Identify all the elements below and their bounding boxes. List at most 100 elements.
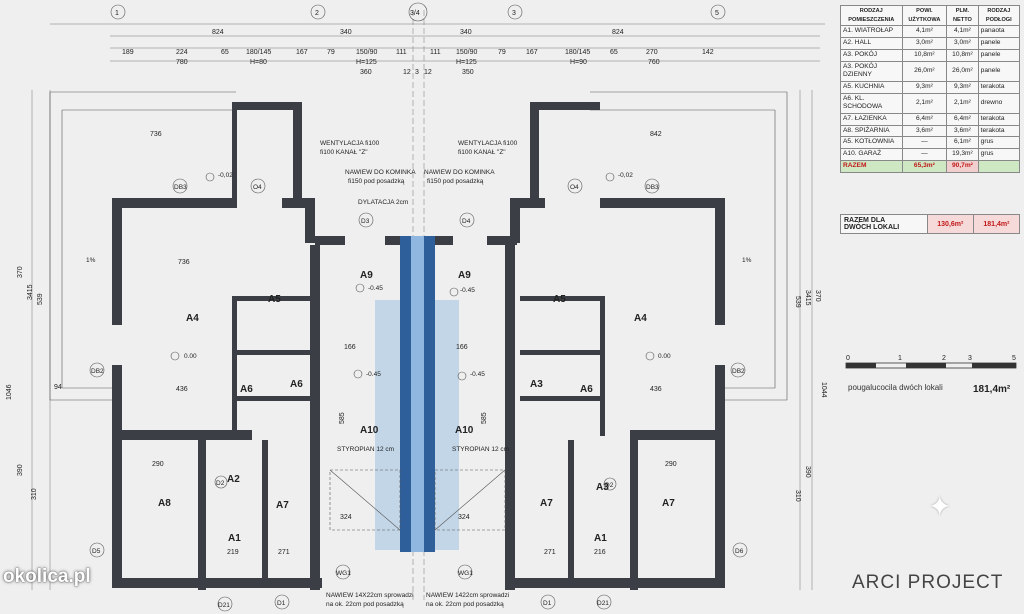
terrace-outlines: [49, 91, 788, 401]
room-name: A3. POKÓJ DZIENNY: [840, 60, 903, 82]
room-name: A8. SPIŻARNIA: [840, 124, 903, 138]
dim-150-90: 150/90: [356, 49, 378, 56]
svg-text:271: 271: [544, 549, 556, 556]
room-a3-right-b: A3: [596, 482, 609, 493]
room-a10-right: A10: [455, 425, 474, 436]
svg-text:736: 736: [178, 259, 190, 266]
dim-167: 167: [296, 49, 308, 56]
svg-text:216: 216: [594, 549, 606, 556]
dim-270: 270: [646, 49, 658, 56]
garage-doors: [329, 469, 506, 531]
svg-text:1%: 1%: [742, 257, 752, 264]
room-a9-left: A9: [360, 270, 373, 281]
dim-3: 3: [415, 69, 419, 76]
dim-65: 65: [221, 49, 229, 56]
right-dim-390: 390: [804, 466, 811, 478]
left-dim-310: 310: [31, 488, 38, 500]
svg-text:324: 324: [340, 514, 352, 521]
summary-usable: 130,6m²: [926, 214, 974, 234]
walls: [112, 102, 725, 590]
net-area: 4,1m²: [946, 25, 979, 39]
scale-tick-5: 5: [1012, 355, 1016, 362]
svg-text:DB3: DB3: [646, 184, 659, 191]
scale-tick-2: 2: [942, 355, 946, 362]
svg-text:fi100 KANAŁ "Z": fi100 KANAŁ "Z": [458, 149, 506, 156]
dim-167b: 167: [526, 49, 538, 56]
net-area: 3,0m²: [946, 37, 979, 50]
element-tags: DB3 O4 D3 D4 O4 DB3 D5 WG1 WG1 D1 D21 D2…: [89, 178, 748, 612]
dim-824-right: 824: [612, 29, 624, 36]
dim-65b: 65: [610, 49, 618, 56]
top-dimensions: 824 340 340 824 189 224 65 180/145 167 7…: [122, 29, 714, 76]
room-a9-right: A9: [458, 270, 471, 281]
floor-type: panaota: [977, 25, 1021, 39]
scale-bar: 0 1 2 3 5: [845, 355, 1017, 369]
svg-text:D1: D1: [277, 600, 286, 607]
legend-header-floor: RODZAJ PODŁOGI: [977, 4, 1021, 27]
scale-caption: pougalucocila dwóch lokali: [848, 383, 943, 392]
room-name: A5. KOTŁOWNIA: [840, 136, 903, 150]
rooms-right: A4 A5 A6 A3 A9 A10 A3 A7 A7 A1: [455, 270, 675, 544]
svg-text:0.00: 0.00: [658, 353, 671, 360]
svg-text:na ok. 22cm pod posadzką: na ok. 22cm pod posadzką: [426, 601, 504, 608]
right-dim-3415: 3415: [804, 290, 811, 306]
inner-dimensions: 736 736 436 436 842 290 290 324 324 166 …: [150, 131, 677, 556]
room-name: A10. GARAŻ: [840, 148, 903, 161]
usable-area: 10,8m²: [901, 48, 948, 62]
dim-h80: H=80: [250, 59, 267, 66]
floor-type: terakota: [977, 80, 1021, 94]
svg-text:DYLATACJA 2cm: DYLATACJA 2cm: [358, 199, 408, 206]
dim-180-145b: 180/145: [565, 49, 590, 56]
axis-34: 3/4: [410, 10, 420, 17]
scale-tick-0: 0: [846, 355, 850, 362]
right-dim-370: 370: [814, 290, 821, 302]
dim-79b: 79: [498, 49, 506, 56]
room-name: A7. ŁAZIENKA: [840, 113, 903, 126]
axis-markers: 1 2 3/4 3 5: [110, 2, 726, 22]
legend-header-usable: POWI. UŻYTKOWA: [901, 4, 948, 27]
svg-text:O4: O4: [253, 184, 262, 191]
svg-text:0.00: 0.00: [184, 353, 197, 360]
room-a4-left: A4: [186, 313, 199, 324]
dim-h125: H=125: [356, 59, 377, 66]
dim-350: 350: [462, 69, 474, 76]
room-legend-table: RODZAJ POMIESZCZENIA POWI. UŻYTKOWA PLM.…: [840, 4, 1021, 173]
svg-text:fi150 pod posadzką: fi150 pod posadzką: [348, 178, 405, 185]
svg-text:271: 271: [278, 549, 290, 556]
usable-area: 2,1m²: [901, 92, 948, 115]
dim-224: 224: [176, 49, 188, 56]
left-dim-390: 390: [17, 464, 24, 476]
left-dim-539: 539: [37, 293, 44, 305]
level-markers: -0,02 0.00 -0.45 -0.45 -0.45 -0.45 0.00 …: [170, 172, 671, 381]
axis-1: 1: [115, 10, 119, 17]
svg-text:D6: D6: [735, 548, 744, 555]
left-dim-94: 94: [54, 384, 62, 391]
floor-type: panele: [977, 60, 1021, 82]
svg-text:D1: D1: [543, 600, 552, 607]
floor-type: grus: [977, 148, 1021, 161]
dim-111a: 111: [396, 49, 407, 56]
room-name: A6. KL. SCHODOWA: [840, 92, 903, 115]
sparkle-icon: ✦: [928, 491, 952, 522]
left-dim-3415: 3415: [27, 284, 34, 300]
dim-780: 780: [176, 59, 188, 66]
dim-360: 360: [360, 69, 372, 76]
svg-text:D5: D5: [92, 548, 101, 555]
usable-area: —: [901, 136, 948, 150]
room-a5-left: A5: [268, 294, 281, 305]
svg-text:fi100 KANAŁ "Z": fi100 KANAŁ "Z": [320, 149, 368, 156]
svg-text:WG1: WG1: [336, 570, 351, 577]
legend-header: RODZAJ POMIESZCZENIA POWI. UŻYTKOWA PLM.…: [840, 4, 1021, 27]
svg-text:NAWIEW 1422cm sprowadzi: NAWIEW 1422cm sprowadzi: [426, 592, 509, 599]
net-area: 10,8m²: [946, 48, 979, 62]
room-a7-right-b: A7: [662, 498, 675, 509]
brand-logo: ARCI PROJECT: [852, 572, 1004, 593]
total-row: RAZEM 65,3m² 90,7m²: [840, 159, 1021, 173]
